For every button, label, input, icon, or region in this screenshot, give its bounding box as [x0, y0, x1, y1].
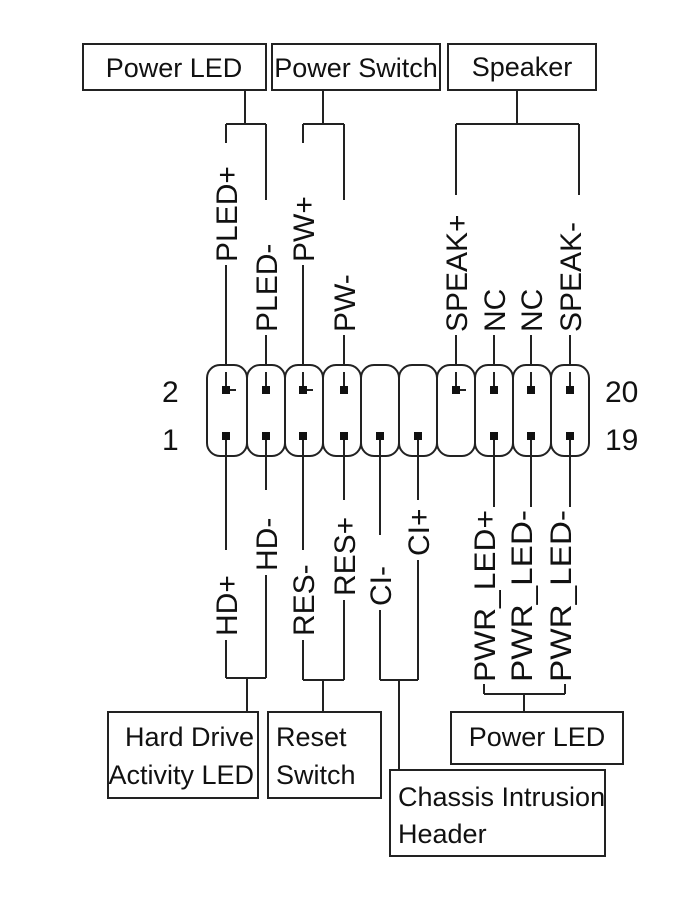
speaker-box: Speaker [447, 43, 597, 91]
pin-header [206, 364, 590, 457]
pin-label-pw-plus: PW+ [288, 196, 321, 262]
pin-label-hd-minus: HD- [251, 518, 284, 571]
power-led-bottom-box: Power LED [450, 711, 624, 765]
power-switch-box: Power Switch [271, 43, 441, 91]
top-pin-labels: PLED+ PLED- PW+ PW- SPEAK+ NC NC SPEAK- [211, 166, 588, 332]
reset-switch-label-line2: Switch [276, 760, 356, 790]
pin-label-ci-plus: CI+ [403, 508, 436, 556]
pin-label-res-minus: RES- [288, 564, 321, 636]
bottom-pin-labels: HD+ HD- RES- RES+ CI- CI+ PWR_LED+ PWR_L… [211, 508, 578, 682]
pin-label-nc-2: NC [516, 289, 549, 332]
pin-label-nc-1: NC [479, 289, 512, 332]
power-switch-label: Power Switch [274, 53, 438, 83]
power-led-top-box: Power LED [82, 43, 267, 91]
hdd-led-label-line2: Activity LED [108, 760, 254, 790]
pin-label-speak-plus: SPEAK+ [441, 214, 474, 332]
pin-number-20: 20 [605, 376, 638, 409]
pin-label-res-plus: RES+ [329, 517, 362, 596]
pin-numbers: 2 1 20 19 [162, 376, 638, 457]
chassis-intrusion-label-line2: Header [398, 819, 487, 849]
power-led-bottom-label: Power LED [469, 722, 606, 752]
chassis-intrusion-box: Chassis Intrusion Header [389, 769, 606, 857]
bottom-wiring [225, 450, 571, 770]
reset-switch-label-line1: Reset [276, 722, 347, 752]
pin-number-1: 1 [162, 424, 179, 457]
speaker-label: Speaker [472, 52, 573, 82]
pin-label-pled-plus: PLED+ [211, 166, 244, 262]
top-wiring [225, 90, 580, 372]
pin-number-2: 2 [162, 376, 179, 409]
chassis-intrusion-label-line1: Chassis Intrusion [398, 782, 605, 812]
pin-label-pwr-led-plus: PWR_LED+ [469, 510, 502, 682]
hdd-led-label-line1: Hard Drive [125, 722, 254, 752]
pin-dots [222, 386, 574, 440]
pin-label-ci-minus: CI- [365, 566, 398, 606]
pin-label-pwr-led-minus-1: PWR_LED- [506, 510, 539, 682]
power-led-top-label: Power LED [106, 53, 243, 83]
pin-label-hd-plus: HD+ [211, 575, 244, 636]
pin-label-speak-minus: SPEAK- [555, 222, 588, 332]
pin-label-pwr-led-minus-2: PWR_LED- [545, 510, 578, 682]
pin-label-pw-minus: PW- [329, 274, 362, 332]
pin-number-19: 19 [605, 424, 638, 457]
reset-switch-box: Reset Switch [267, 711, 382, 799]
pin-label-pled-minus: PLED- [251, 244, 284, 332]
hdd-led-box: Hard Drive Activity LED [107, 711, 259, 799]
